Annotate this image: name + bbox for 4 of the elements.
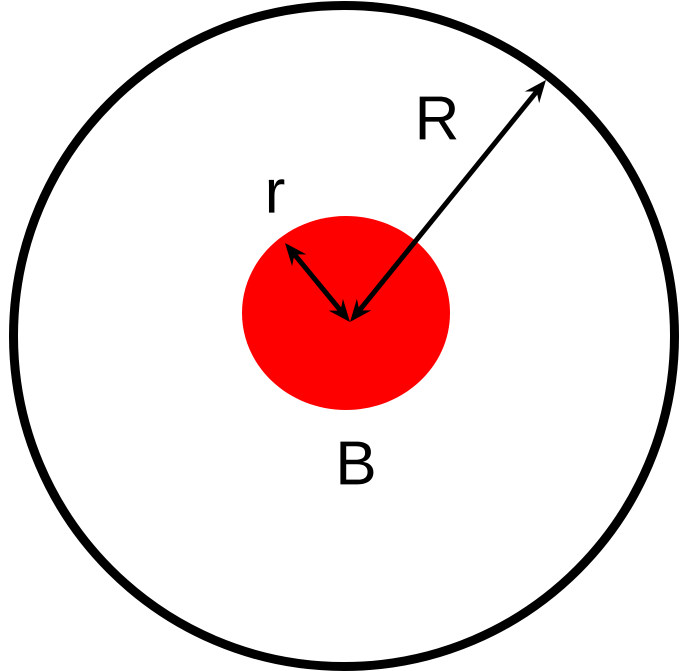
outer-circle <box>9 1 679 671</box>
filled-ellipse <box>242 216 450 410</box>
dimension-label: R <box>420 96 456 140</box>
ellipse-label: B <box>340 442 374 484</box>
